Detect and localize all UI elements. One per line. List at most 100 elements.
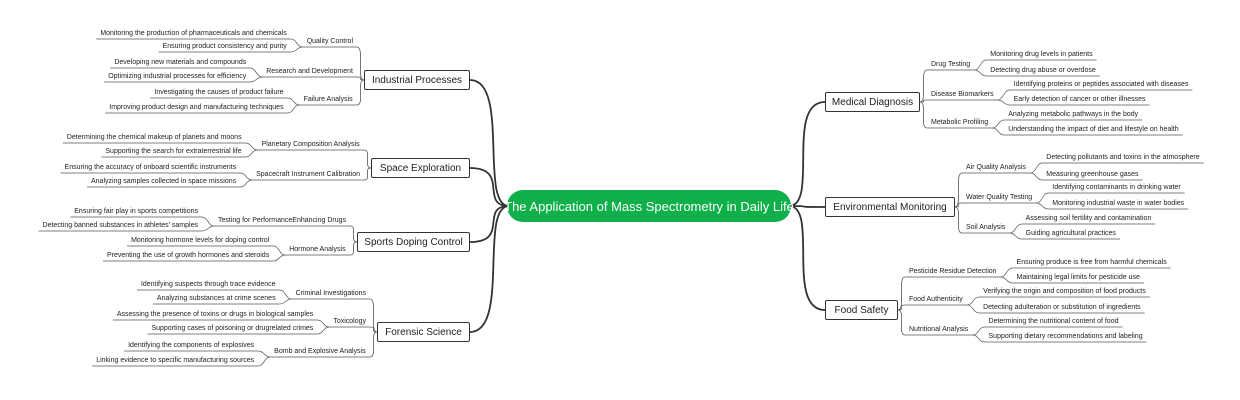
sub-link (897, 309, 906, 336)
main-node-forensic-science[interactable]: Forensic Science (377, 322, 470, 342)
leaf-link (201, 216, 215, 227)
sub-node[interactable]: Bomb and Explosive Analysis (274, 348, 366, 355)
leaf-link (290, 38, 303, 48)
leaf-node[interactable]: Determining the nutritional content of f… (988, 318, 1119, 325)
leaf-node[interactable]: Maintaining legal limits for pesticide u… (1016, 274, 1140, 281)
leaf-link (967, 296, 980, 306)
leaf-node[interactable]: Optimizing industrial processes for effi… (108, 73, 247, 80)
sub-node[interactable]: Air Quality Analysis (966, 164, 1026, 171)
sub-node[interactable]: Drug Testing (931, 61, 971, 68)
leaf-node[interactable]: Identifying proteins or peptides associa… (1013, 81, 1189, 88)
main-node-industrial-processes[interactable]: Industrial Processes (364, 70, 470, 90)
leaf-link (201, 225, 215, 232)
sub-node[interactable]: Hormone Analysis (289, 246, 346, 253)
sub-node[interactable]: Failure Analysis (303, 96, 353, 103)
main-node-space-exploration[interactable]: Space Exploration (371, 158, 470, 178)
main-node-medical-diagnosis[interactable]: Medical Diagnosis (825, 92, 920, 112)
leaf-node[interactable]: Verifying the origin and composition of … (983, 288, 1146, 295)
sub-node[interactable]: Criminal Investigations (295, 290, 366, 297)
leaf-link (317, 326, 330, 335)
leaf-link (972, 334, 985, 343)
leaf-node[interactable]: Supporting dietary recommendations and l… (988, 333, 1143, 340)
leaf-node[interactable]: Identifying suspects through trace evide… (140, 281, 276, 288)
sub-node[interactable]: Disease Biomarkers (931, 91, 994, 98)
leaf-node[interactable]: Detecting drug abuse or overdose (990, 67, 1096, 74)
main-node-food-safety[interactable]: Food Safety (825, 300, 898, 320)
leaf-link (245, 142, 258, 151)
leaf-link (1000, 267, 1013, 278)
main-node-environmental-monitoring[interactable]: Environmental Monitoring (825, 197, 955, 217)
leaf-link (1030, 172, 1043, 181)
leaf-node[interactable]: Improving product design and manufacturi… (109, 104, 284, 111)
leaf-link (240, 172, 253, 181)
leaf-node[interactable]: Assessing soil fertility and contaminati… (1025, 215, 1152, 222)
leaf-link (317, 319, 330, 328)
sub-link (363, 167, 372, 181)
leaf-link (273, 245, 286, 256)
leaf-node[interactable]: Analyzing metabolic pathways in the body (1008, 111, 1139, 118)
sub-node[interactable]: Metabolic Profiling (931, 119, 989, 126)
leaf-node[interactable]: Analyzing substances at crime scenes (156, 295, 276, 302)
leaf-node[interactable]: Monitoring industrial waste in water bod… (1052, 200, 1185, 207)
root-node[interactable]: The Application of Mass Spectrometry in … (504, 190, 794, 222)
sub-node[interactable]: Spacecraft Instrument Calibration (256, 171, 360, 178)
leaf-node[interactable]: Ensuring fair play in sports competition… (74, 208, 198, 215)
leaf-node[interactable]: Early detection of cancer or other illne… (1013, 96, 1146, 103)
leaf-node[interactable]: Detecting pollutants and toxins in the a… (1046, 154, 1200, 161)
leaf-node[interactable]: Identifying the components of explosives (128, 342, 255, 349)
sub-node[interactable]: Quality Control (306, 38, 353, 45)
sub-node[interactable]: Water Quality Testing (966, 194, 1033, 201)
leaf-node[interactable]: Identifying contaminants in drinking wat… (1052, 184, 1181, 191)
sub-link (919, 69, 928, 103)
sub-link (363, 149, 372, 169)
leaf-node[interactable]: Investigating the causes of product fail… (154, 89, 284, 96)
sub-node[interactable]: Testing for PerformanceEnhancing Drugs (217, 217, 346, 224)
leaf-link (967, 304, 980, 314)
sub-link (369, 331, 378, 358)
leaf-node[interactable]: Linking evidence to specific manufacturi… (96, 357, 255, 364)
main-node-sports-doping-control[interactable]: Sports Doping Control (357, 232, 470, 252)
leaf-node[interactable]: Analyzing samples collected in space mis… (90, 178, 237, 185)
leaf-node[interactable]: Guiding agricultural practices (1025, 230, 1116, 237)
leaf-node[interactable]: Monitoring drug levels in patients (990, 51, 1093, 58)
leaf-link (1009, 232, 1022, 240)
leaf-node[interactable]: Understanding the impact of diet and lif… (1008, 126, 1179, 133)
sub-link (369, 298, 378, 333)
leaf-link (250, 76, 263, 83)
leaf-node[interactable]: Ensuring product consistency and purity (162, 43, 287, 50)
leaf-node[interactable]: Assessing the presence of toxins or drug… (116, 311, 314, 318)
leaf-node[interactable]: Determining the chemical makeup of plane… (66, 134, 242, 141)
leaf-node[interactable]: Developing new materials and compounds (114, 59, 247, 66)
sub-node[interactable]: Research and Development (266, 68, 353, 75)
leaf-link (258, 350, 271, 358)
sub-link (919, 99, 928, 103)
root-link (469, 205, 510, 333)
leaf-node[interactable]: Supporting cases of poisoning or drugrel… (151, 325, 314, 332)
leaf-node[interactable]: Monitoring hormone levels for doping con… (131, 237, 270, 244)
leaf-node[interactable]: Monitoring the production of pharmaceuti… (100, 30, 287, 37)
sub-node[interactable]: Soil Analysis (966, 224, 1006, 231)
sub-node[interactable]: Toxicology (333, 318, 366, 325)
sub-node[interactable]: Pesticide Residue Detection (909, 268, 997, 275)
leaf-node[interactable]: Ensuring the accuracy of onboard scienti… (64, 164, 237, 171)
sub-node[interactable]: Nutritional Analysis (909, 326, 969, 333)
leaf-node[interactable]: Preventing the use of growth hormones an… (106, 252, 270, 259)
leaf-link (279, 298, 292, 305)
sub-link (897, 304, 906, 311)
root-link (788, 205, 826, 311)
sub-link (356, 79, 365, 106)
sub-link (369, 326, 378, 333)
leaf-link (997, 89, 1010, 101)
leaf-node[interactable]: Detecting banned substances in athletes'… (42, 222, 198, 229)
sub-node[interactable]: Planetary Composition Analysis (261, 141, 360, 148)
leaf-node[interactable]: Supporting the search for extraterrestri… (105, 148, 242, 155)
leaf-node[interactable]: Measuring greenhouse gases (1046, 171, 1139, 178)
leaf-link (972, 326, 985, 336)
leaf-node[interactable]: Ensuring produce is free from harmful ch… (1016, 259, 1167, 266)
leaf-node[interactable]: Detecting adulteration or substitution o… (983, 304, 1141, 311)
sub-link (349, 225, 358, 243)
root-link (788, 205, 826, 208)
sub-link (919, 101, 928, 129)
leaf-link (997, 99, 1010, 106)
sub-node[interactable]: Food Authenticity (909, 296, 963, 303)
